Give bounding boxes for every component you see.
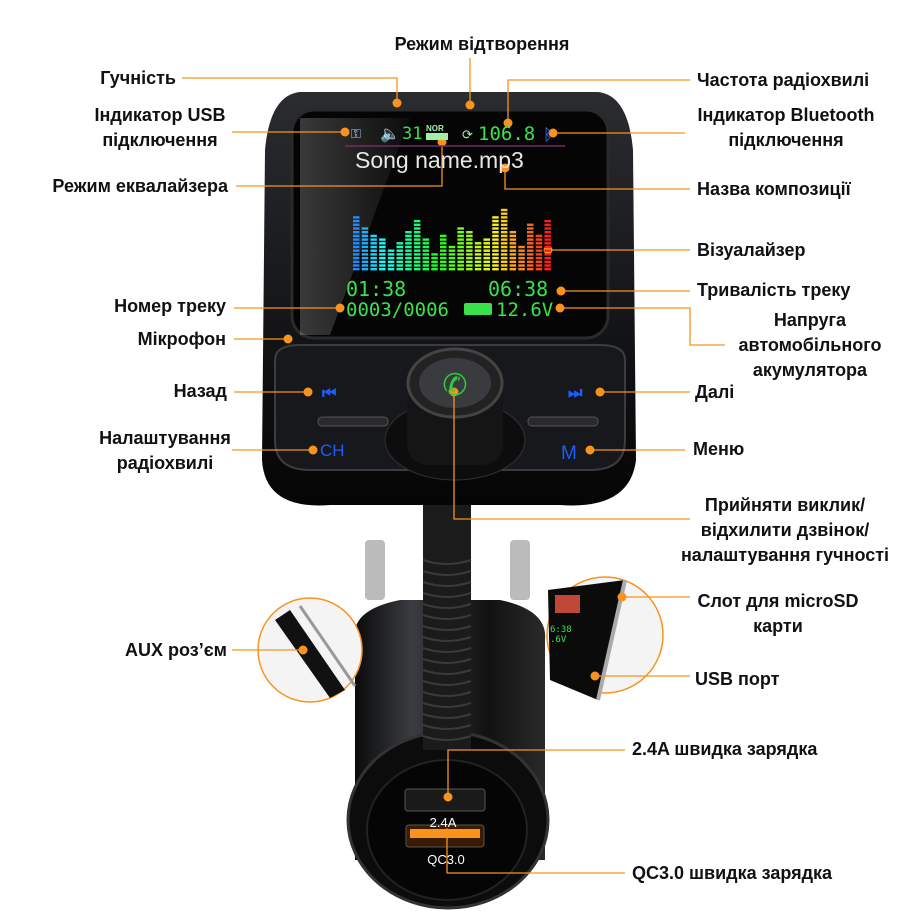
label-volume: Гучність xyxy=(100,68,176,88)
visualizer-bar xyxy=(405,231,412,271)
svg-text:6:38: 6:38 xyxy=(550,625,572,635)
label-call-button: Прийняти виклик/відхилити дзвінок/налашт… xyxy=(668,493,902,568)
visualizer-bar xyxy=(500,208,508,271)
track-duration: 06:38 xyxy=(488,277,548,301)
volume-icon: 🔈 xyxy=(380,126,400,143)
visualizer-bar xyxy=(474,242,482,271)
label-line: відхилити дзвінок/ xyxy=(700,520,870,540)
visualizer-bar xyxy=(466,231,473,271)
ch-button[interactable]: CH xyxy=(320,441,345,460)
label-line: акумулятора xyxy=(752,360,868,380)
visualizer-bar xyxy=(396,242,403,271)
visualizer-bar xyxy=(457,227,464,271)
label-line: карти xyxy=(753,616,803,636)
callout-dots xyxy=(283,98,627,838)
label-line: Прийняти виклик/ xyxy=(704,495,866,515)
label-aux-port: AUX роз’єм xyxy=(125,640,227,660)
label-line: підключення xyxy=(728,130,844,150)
visualizer-bar xyxy=(370,234,377,271)
label-bluetooth-indicator: Індикатор Bluetooth підключення xyxy=(680,103,892,153)
port-label-qc: QC3.0 xyxy=(427,852,465,867)
side-ports-inset: 6:38 .6V xyxy=(546,576,664,701)
label-song-title: Назва композиції xyxy=(697,179,851,199)
label-line: налаштування гучності xyxy=(680,545,890,565)
label-previous: Назад xyxy=(173,381,227,401)
volume-value: 31 xyxy=(402,124,422,144)
label-fm-frequency: Частота радіохвилі xyxy=(697,70,870,90)
label-line: Індикатор Bluetooth xyxy=(697,105,875,125)
visualizer-bar xyxy=(387,249,395,271)
fm-frequency: 106.8 xyxy=(478,123,535,145)
aux-inset xyxy=(257,597,363,703)
label-line: автомобільного xyxy=(738,335,882,355)
label-fast-charge-qc: QC3.0 швидка зарядка xyxy=(632,863,833,883)
label-usb-port: USB порт xyxy=(695,669,780,689)
phone-icon: ✆ xyxy=(442,369,467,402)
label-playback-mode: Режим відтворення xyxy=(394,34,570,54)
previous-icon[interactable]: ⏮ xyxy=(322,385,336,402)
visualizer-bar xyxy=(361,227,369,271)
label-fm-tuning: Налаштування радіохвилі xyxy=(60,426,270,476)
visualizer-bar xyxy=(535,234,543,271)
label-usb-indicator: Індикатор USB підключення xyxy=(60,103,260,153)
next-icon[interactable]: ⏭ xyxy=(568,385,583,402)
bluetooth-icon: ᛒ xyxy=(543,127,553,144)
label-visualizer: Візуалайзер xyxy=(697,240,806,260)
label-fast-charge-24: 2.4A швидка зарядка xyxy=(632,739,818,759)
label-microsd-slot: Слот для microSD карти xyxy=(680,589,876,639)
eq-mode: NOR xyxy=(426,124,444,133)
gooseneck xyxy=(422,500,472,750)
visualizer-bar xyxy=(413,219,421,271)
visualizer-bar xyxy=(509,231,517,271)
menu-button[interactable]: M xyxy=(561,443,577,464)
visualizer-bar xyxy=(492,216,499,271)
label-next: Далі xyxy=(695,382,735,402)
visualizer-bar xyxy=(544,219,551,271)
visualizer-bar xyxy=(422,238,430,271)
screen-glare xyxy=(300,118,410,335)
visualizer-bar xyxy=(431,253,438,271)
label-line: Слот для microSD xyxy=(697,591,859,611)
leader-lines xyxy=(182,58,725,874)
track-number: 0003/0006 xyxy=(346,299,449,321)
label-battery-voltage: Напруга автомобільного акумулятора xyxy=(720,308,900,383)
visualizer-bar xyxy=(527,223,534,271)
battery-icon xyxy=(464,303,492,315)
elapsed-time: 01:38 xyxy=(346,277,406,301)
label-line: підключення xyxy=(102,130,218,150)
label-line: Напруга xyxy=(773,310,847,330)
label-track-duration: Тривалість треку xyxy=(697,280,851,300)
label-microphone: Мікрофон xyxy=(137,329,226,349)
visualizer xyxy=(353,208,551,271)
visualizer-bar xyxy=(353,216,360,271)
voltage: 12.6V xyxy=(496,299,553,321)
svg-text:.6V: .6V xyxy=(550,635,567,645)
visualizer-bar xyxy=(440,234,447,271)
label-eq-mode: Режим еквалайзера xyxy=(52,176,228,196)
visualizer-bar xyxy=(379,238,386,271)
label-track-number: Номер треку xyxy=(114,296,226,316)
label-line: Налаштування xyxy=(99,428,231,448)
port-label-24a: 2.4A xyxy=(430,815,457,830)
visualizer-bar xyxy=(483,238,490,271)
visualizer-bar xyxy=(518,245,525,271)
usb-icon: ⚿ xyxy=(351,126,361,141)
playback-mode-icon: ⟳ xyxy=(462,127,473,142)
song-title: Song name.mp3 xyxy=(355,147,524,173)
visualizer-bar xyxy=(448,245,456,271)
label-menu: Меню xyxy=(693,439,745,459)
label-line: Індикатор USB xyxy=(94,105,226,125)
label-line: радіохвилі xyxy=(116,453,214,473)
